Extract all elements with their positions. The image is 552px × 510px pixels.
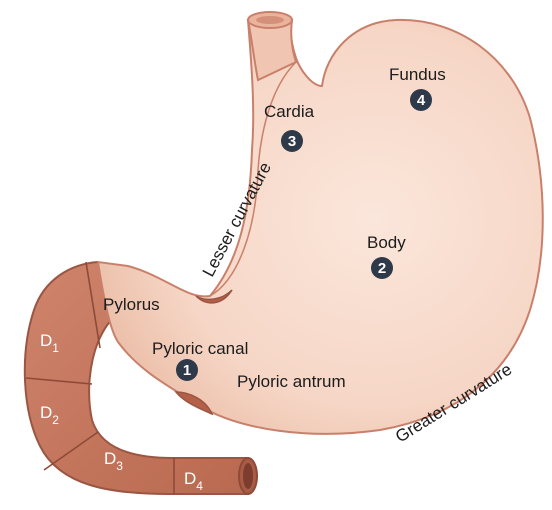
- badge-3: 3: [281, 130, 303, 152]
- svg-text:3: 3: [288, 133, 296, 150]
- label-pyloric-canal: Pyloric canal: [152, 339, 248, 358]
- svg-text:4: 4: [417, 92, 426, 109]
- svg-text:1: 1: [183, 362, 191, 379]
- badge-1: 1: [176, 359, 198, 381]
- badge-4: 4: [410, 89, 432, 111]
- label-fundus: Fundus: [389, 65, 446, 84]
- badge-2: 2: [371, 257, 393, 279]
- label-body: Body: [367, 233, 406, 252]
- label-pylorus: Pylorus: [103, 295, 160, 314]
- label-pyloric-antrum: Pyloric antrum: [237, 372, 346, 391]
- svg-text:2: 2: [378, 260, 386, 277]
- label-cardia: Cardia: [264, 102, 315, 121]
